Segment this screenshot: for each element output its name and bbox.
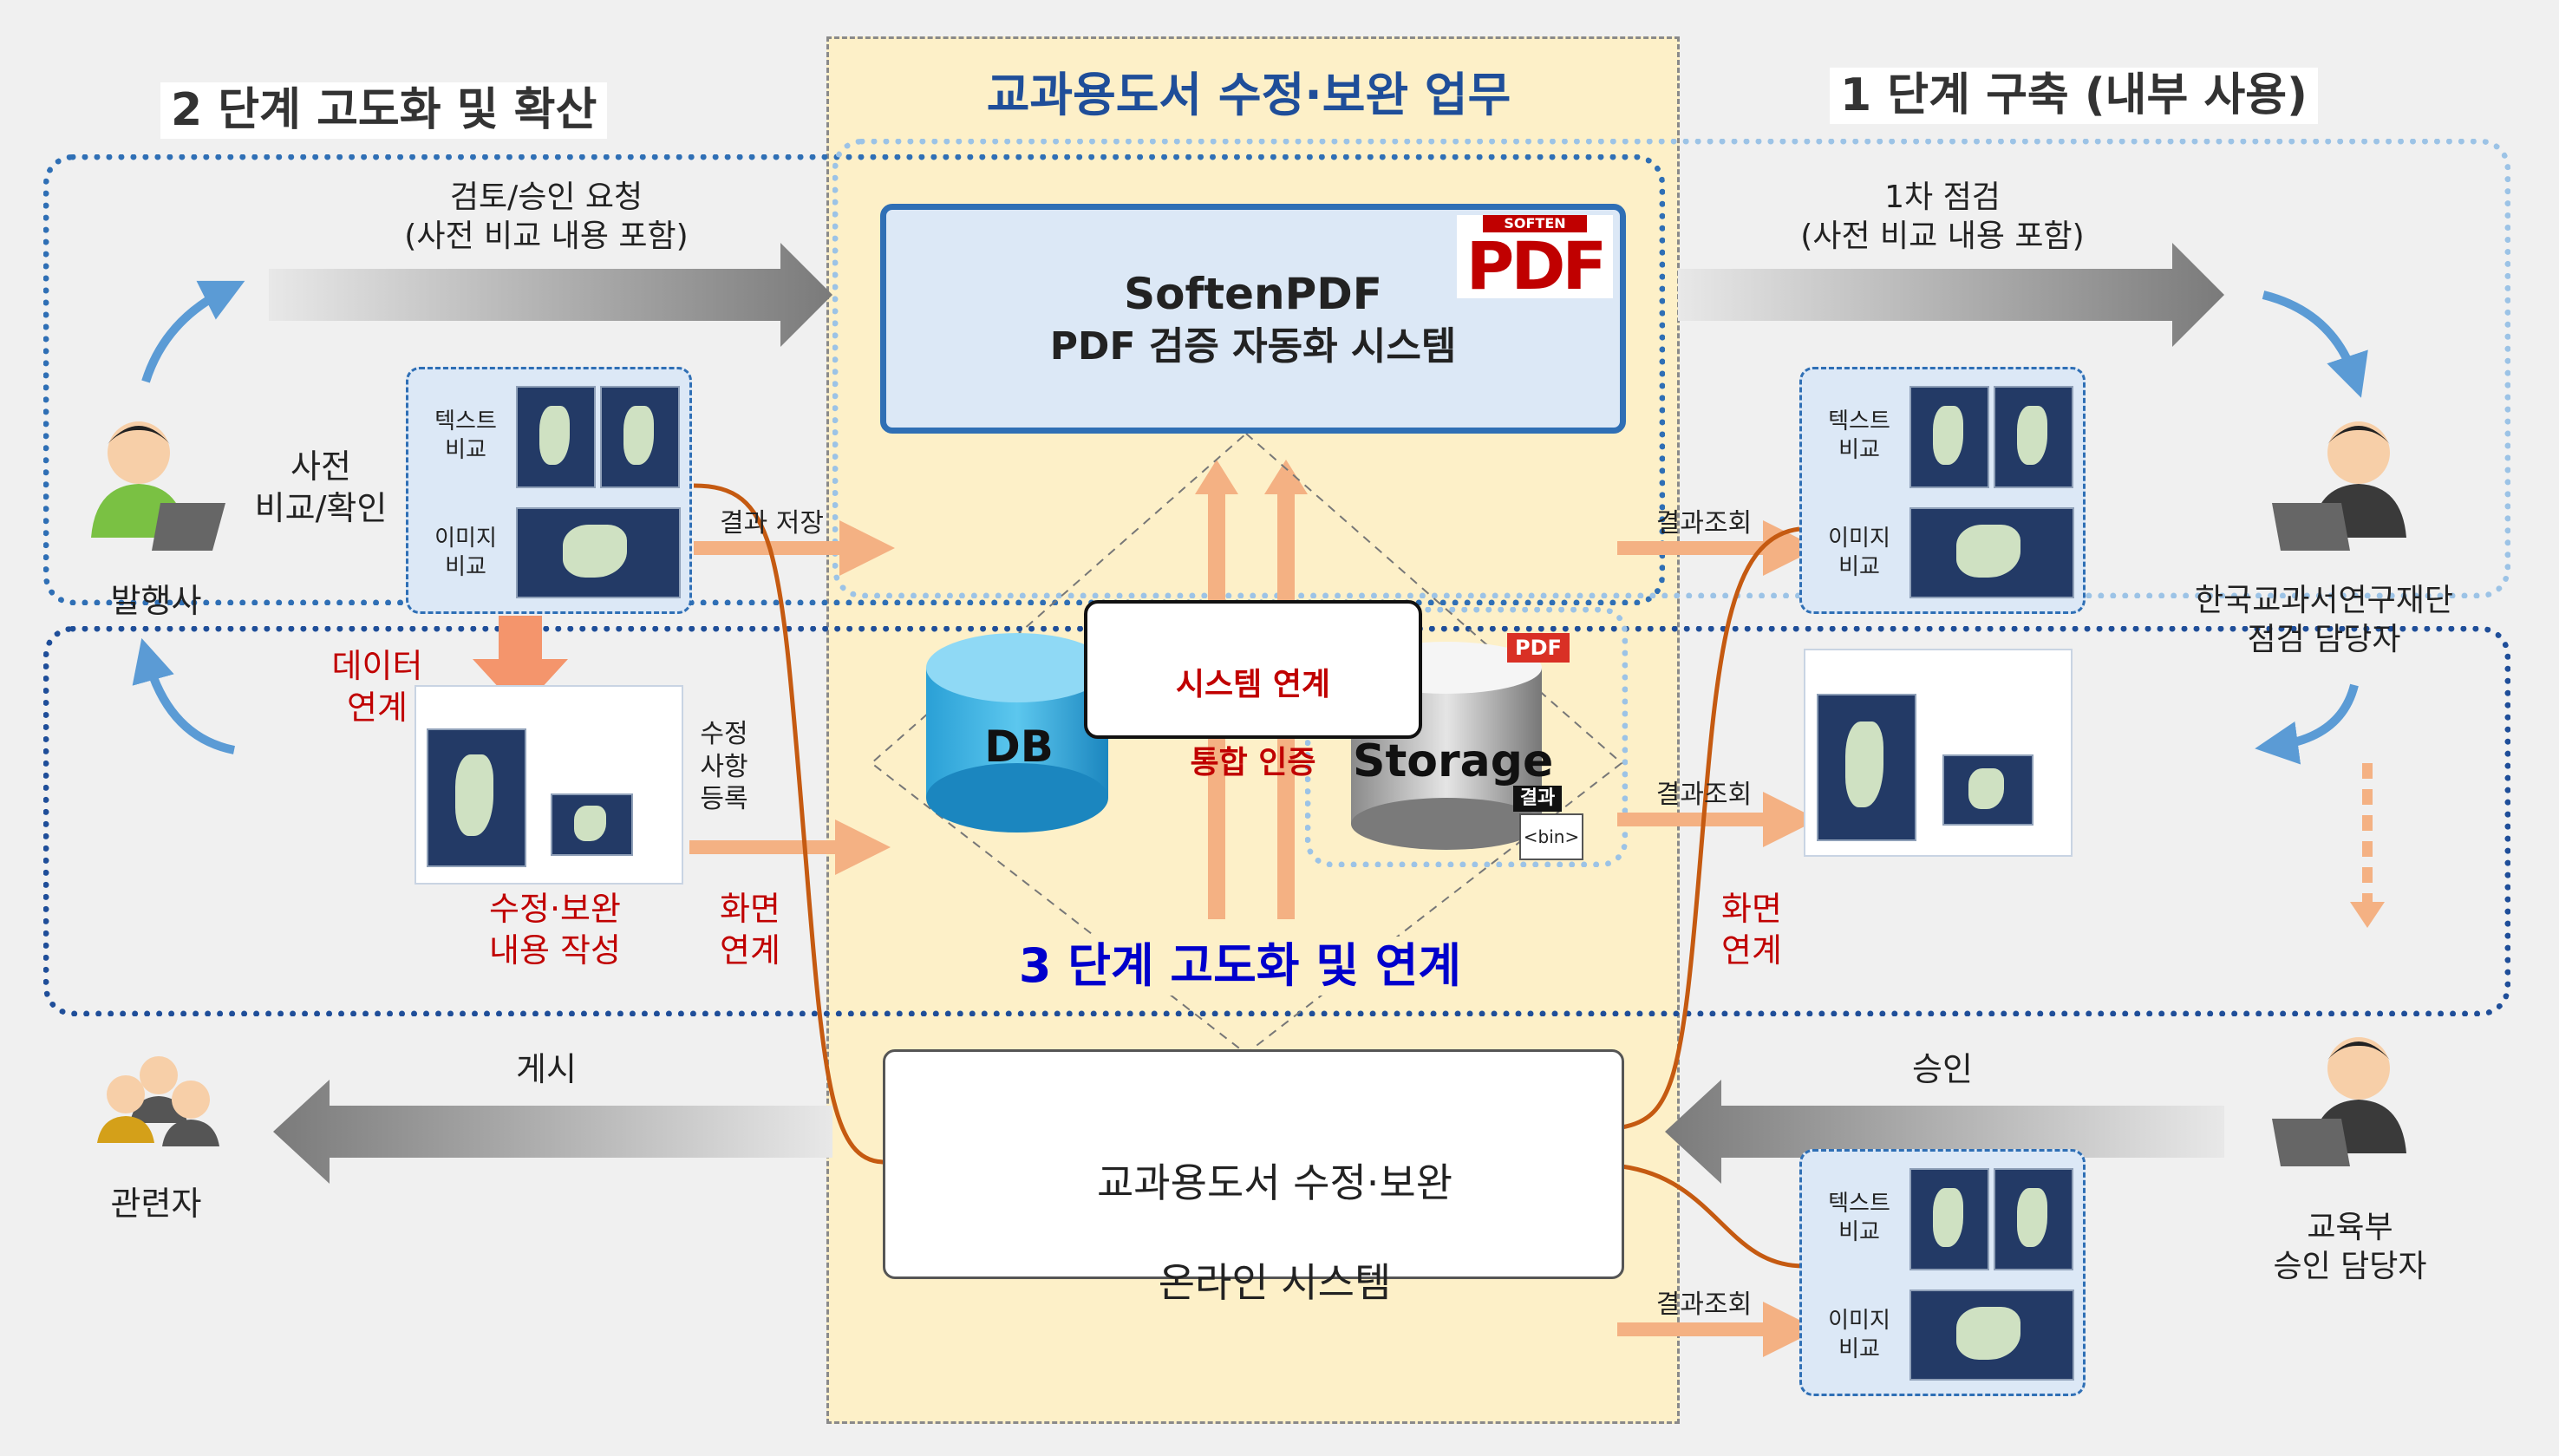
integration-text: 시스템 연계 통합 인증 [1084,626,1422,821]
kotra-officer-icon [2272,421,2406,551]
result-query-2-label: 결과조회 [1655,780,1753,810]
data-link-arrow [473,616,568,711]
left-map-1 [516,386,596,488]
left-revision-zoom [551,793,633,856]
publisher-icon [91,421,225,551]
integration-line1: 시스템 연계 [1175,667,1331,702]
left-image-compare-label: 이미지 비교 [434,526,497,580]
publisher-label: 발행사 [110,582,202,620]
approve-link-line [1621,1164,1805,1269]
storage-pdf-badge: PDF [1507,633,1570,663]
db-cylinder [926,633,1108,832]
result-query-3-label: 결과조회 [1655,1290,1753,1320]
stage1-title: 1 단계 구축 (내부 사용) [1830,68,2318,124]
pdf-logo-small: SOFTEN [1483,215,1587,232]
moe-officer-icon [2272,1037,2406,1166]
first-check-label: 1차 점검 (사전 비교 내용 포함) [1800,180,2085,254]
pdf-logo-big: PDF [1466,227,1608,304]
stakeholders-icon [97,1056,219,1146]
pdf-logo: SOFTEN PDF [1457,215,1613,304]
center-header: 교과용도서 수정·보완 업무 [986,68,1511,122]
first-check-arrow [1678,243,2224,347]
left-revision-map [427,728,526,867]
softenpdf-subtitle: PDF 검증 자동화 시스템 [1049,324,1457,369]
screen-link-line-left [693,483,885,1165]
storage-bin-badge: <bin> [1519,813,1583,860]
post-label: 게시 [516,1050,577,1088]
right-text-compare-label-2: 텍스트 비교 [1828,1191,1890,1245]
screen-link-line-right [1621,526,1800,1130]
left-text-compare-label: 텍스트 비교 [434,408,497,463]
right-map-1 [1909,386,1989,488]
screen-link-left-label: 화면 연계 [720,890,780,970]
curve-arrow-ml [132,637,236,754]
storage-result-badge: 결과 [1513,786,1562,812]
result-query-1-label: 결과조회 [1655,508,1753,539]
data-link-label: 데이터 연계 [331,647,423,727]
right-review-map [1817,694,1916,841]
online-system-line2: 온라인 시스템 [1158,1258,1392,1306]
right-image-compare-label-2: 이미지 비교 [1828,1308,1890,1362]
post-arrow [273,1080,832,1184]
save-result-label: 결과 저장 [720,508,824,539]
storage-label: Storage [1353,735,1554,787]
db-label: DB [984,721,1054,772]
right-review-zoom [1942,754,2033,826]
curve-arrow-tr [2262,291,2368,398]
online-system-box [883,1049,1624,1279]
curve-arrow-mr [2255,683,2359,765]
left-map-2 [600,386,680,488]
online-system-line1: 교과용도서 수정·보완 [1096,1159,1453,1206]
online-system-text: 교과용도서 수정·보완 온라인 시스템 [1015,1108,1535,1358]
left-map-3 [516,507,681,598]
curve-arrow-tl [141,280,245,383]
softenpdf-title: SoftenPDF [1124,269,1382,319]
right-map-4 [1909,1168,1989,1270]
right-text-compare-label: 텍스트 비교 [1828,408,1890,463]
right-map-6 [1909,1290,2074,1381]
stage1-region [832,139,2510,598]
review-request-arrow [269,243,832,347]
precompare-label: 사전 비교/확인 [254,447,388,527]
moe-officer-label: 교육부 승인 담당자 [2273,1210,2427,1284]
right-map-3 [1909,507,2074,598]
integration-box [1084,600,1422,739]
screen-link-right-label: 화면 연계 [1721,890,1782,970]
right-image-compare-label: 이미지 비교 [1828,526,1890,580]
stage2-title: 2 단계 고도화 및 확산 [160,82,608,139]
right-map-5 [1994,1168,2073,1270]
right-map-2 [1994,386,2073,488]
stakeholders-label: 관련자 [110,1185,202,1223]
review-request-label: 검토/승인 요청 (사전 비교 내용 포함) [404,180,689,254]
integration-line2: 통합 인증 [1190,745,1316,780]
stage3-title: 3 단계 고도화 및 연계 [980,937,1500,996]
revision-register-label: 수정 사항 등록 [700,719,748,814]
approve-label: 승인 [1912,1050,1973,1088]
revision-write-label: 수정·보완 내용 작성 [489,890,621,970]
kotra-officer-label: 한국교과서연구재단 점검 담당자 [2194,583,2454,657]
